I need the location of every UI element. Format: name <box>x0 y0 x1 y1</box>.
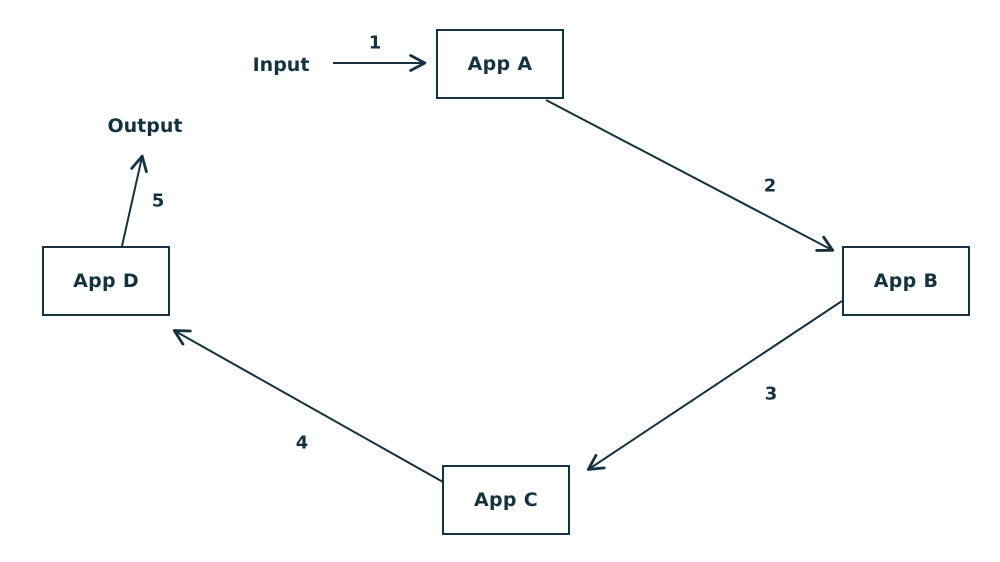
terminal-input-label: Input <box>252 54 310 76</box>
node-app-d: App D <box>42 246 170 316</box>
edge-label-1: 1 <box>368 32 382 54</box>
arrow-app-b-to-app-c <box>586 300 843 471</box>
edge-label-4: 4 <box>295 432 309 454</box>
node-app-a: App A <box>436 29 564 99</box>
edge-label-2: 2 <box>763 175 777 197</box>
arrow-app-a-to-app-b <box>545 99 835 252</box>
arrow-app-d-to-output <box>121 154 148 247</box>
edge-label-3: 3 <box>764 383 778 405</box>
edge-label-5: 5 <box>151 190 165 212</box>
node-app-c: App C <box>442 465 570 535</box>
terminal-output-label: Output <box>107 115 183 137</box>
arrow-app-c-to-app-d <box>172 329 444 483</box>
node-app-b: App B <box>842 246 970 316</box>
